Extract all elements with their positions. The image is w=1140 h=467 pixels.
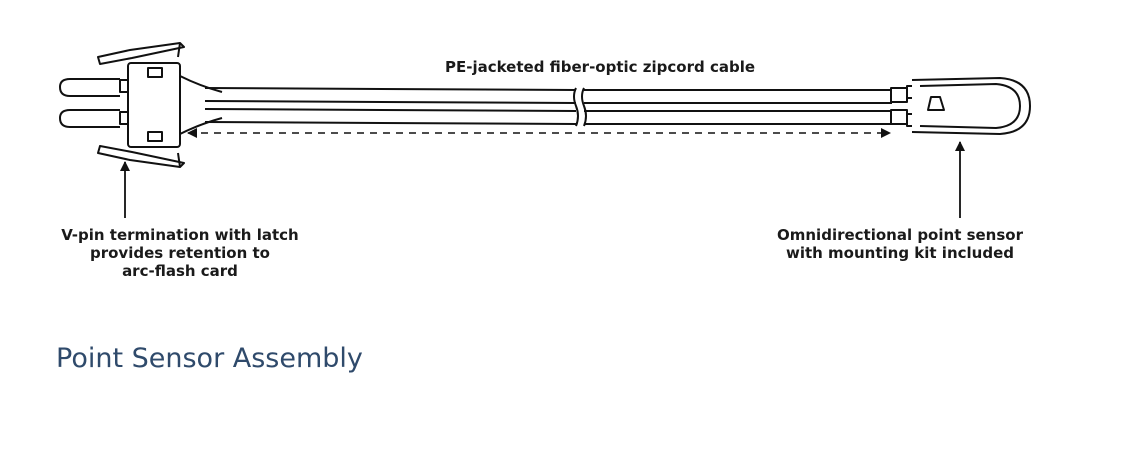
cable-label-text: PE-jacketed fiber-optic zipcord cable xyxy=(444,58,756,76)
zipcord-cable-right xyxy=(581,87,892,127)
point-sensor-label: Omnidirectional point sensor with mounti… xyxy=(740,226,1060,262)
vpin-label-line-1: V-pin termination with latch xyxy=(61,226,299,244)
v-pin-connector xyxy=(59,42,223,168)
zipcord-cable-left xyxy=(204,87,579,127)
sensor-label-line-2: with mounting kit included xyxy=(785,244,1014,262)
point-sensor xyxy=(890,77,1031,135)
vpin-label-line-3: arc-flash card xyxy=(122,262,238,280)
vpin-label-line-2: provides retention to xyxy=(89,244,270,262)
figure-caption: Point Sensor Assembly xyxy=(56,343,363,374)
vpin-termination-label: V-pin termination with latch provides re… xyxy=(40,226,320,280)
sensor-label-line-1: Omnidirectional point sensor xyxy=(777,226,1023,244)
cable-label: PE-jacketed fiber-optic zipcord cable xyxy=(400,58,800,76)
